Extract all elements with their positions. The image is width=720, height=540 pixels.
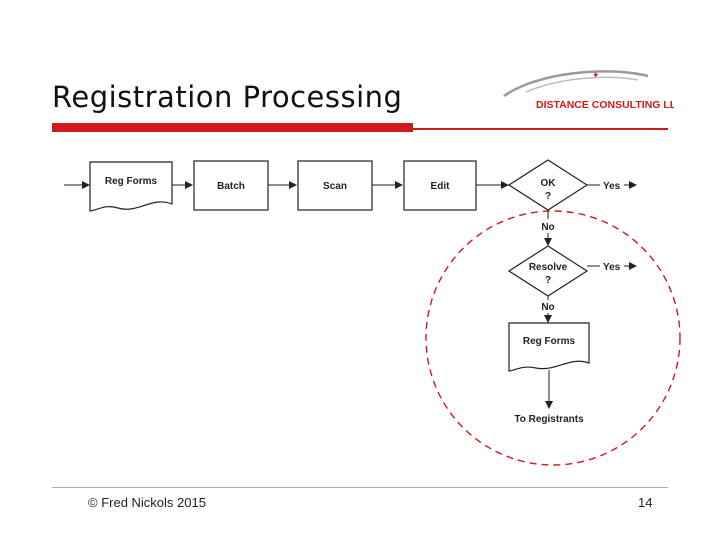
scan-label: Scan: [323, 181, 347, 192]
title-underline-bar: [52, 123, 413, 132]
resolve-no-label: No: [541, 302, 554, 313]
title-underline-thin: [413, 128, 668, 130]
resolve-yes-label: Yes: [603, 262, 621, 273]
reg-forms-output-label: Reg Forms: [523, 336, 576, 347]
page-number: 14: [638, 495, 653, 510]
review-area-circle: [425, 210, 681, 466]
footer-divider: [52, 487, 668, 488]
resolve-decision-question: ?: [545, 275, 551, 286]
ok-decision-label: OK: [541, 178, 557, 189]
ok-no-label: No: [541, 222, 554, 233]
logo-star-icon: ✦: [592, 71, 600, 81]
edit-label: Edit: [431, 181, 451, 192]
logo-swoosh-icon: [503, 70, 649, 98]
reg-forms-input-box: [89, 161, 173, 212]
reg-forms-input-label: Reg Forms: [105, 176, 158, 187]
reg-forms-output-box: [508, 322, 590, 372]
ok-decision-question: ?: [545, 191, 551, 202]
ok-yes-label: Yes: [603, 181, 621, 192]
resolve-decision-label: Resolve: [529, 262, 568, 273]
batch-label: Batch: [217, 181, 245, 192]
footer-copyright: © Fred Nickols 2015: [88, 495, 206, 510]
to-registrants-label: To Registrants: [514, 414, 584, 425]
company-logo: ✦ DISTANCE CONSULTING LLC: [503, 70, 674, 111]
edit-box: [403, 160, 477, 211]
slide-title: Registration Processing: [52, 80, 403, 114]
logo-text: DISTANCE CONSULTING LLC: [536, 99, 674, 111]
